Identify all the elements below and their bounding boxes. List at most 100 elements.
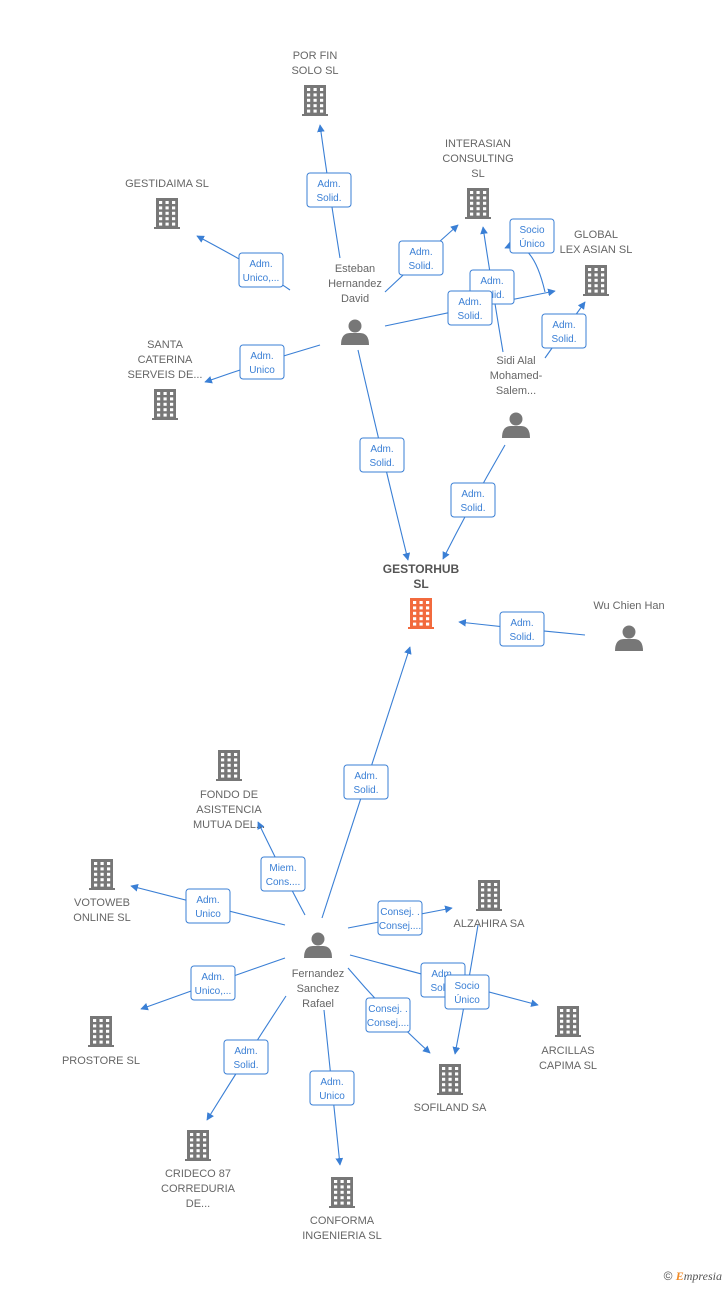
edge-label-text: Adm. (552, 320, 575, 331)
node-label: Salem... (496, 385, 536, 397)
node-label: SANTA (147, 339, 184, 351)
node-label: INGENIERIA SL (302, 1230, 381, 1242)
edge-label[interactable]: Miem.Cons.... (260, 856, 306, 892)
edge-label-text: Adm. (320, 1077, 343, 1088)
edge-label[interactable]: Adm.Solid. (223, 1039, 269, 1075)
node-label: ARCILLAS (541, 1045, 594, 1057)
edge-label-box[interactable] (239, 344, 285, 380)
node-label: CONSULTING (442, 153, 513, 165)
building-icon (152, 389, 178, 420)
edge-label[interactable]: Adm.Unico (239, 344, 285, 380)
edge-label[interactable]: Adm.Solid. (499, 611, 545, 647)
building-icon (437, 1064, 463, 1095)
node-label: Sanchez (297, 983, 340, 995)
edge-label-box[interactable] (306, 172, 352, 208)
edge-label[interactable]: Adm.Solid. (541, 313, 587, 349)
node-label: CONFORMA (310, 1215, 375, 1227)
node-label: SOLO SL (291, 65, 338, 77)
node-label: GESTIDAIMA SL (125, 178, 209, 190)
edge-label-box[interactable] (541, 313, 587, 349)
edge-label[interactable]: Adm. Solid. (398, 240, 444, 276)
building-icon (408, 598, 434, 629)
edge-label-box[interactable] (260, 856, 306, 892)
building-icon (583, 265, 609, 296)
edge-label-text: Adm. (409, 247, 432, 258)
edge-label-text: Adm. (249, 259, 272, 270)
edge-label-text: Solid. (408, 261, 433, 272)
node-label: SL (471, 168, 484, 180)
edge-label-text: Adm. (461, 489, 484, 500)
edge-label-box[interactable] (377, 900, 423, 936)
edge-label-text: Unico (319, 1091, 345, 1102)
node-sidi[interactable]: Sidi AlalMohamed-Salem... (490, 355, 543, 438)
node-porfin[interactable]: POR FIN SOLO SL (291, 50, 339, 116)
edge-label-box[interactable] (309, 1070, 355, 1106)
edge-label-box[interactable] (444, 974, 490, 1010)
node-wu[interactable]: Wu Chien Han (593, 600, 665, 651)
edge-label-box[interactable] (359, 437, 405, 473)
edge-label-text: Unico,... (195, 986, 232, 997)
node-label: GLOBAL (574, 229, 618, 241)
node-label: FONDO DE (200, 789, 258, 801)
node-gestidaima[interactable]: GESTIDAIMA SL (125, 178, 209, 229)
building-icon (302, 85, 328, 116)
edge-label-box[interactable] (190, 965, 236, 1001)
edge-label[interactable]: Adm. Solid. (450, 482, 496, 518)
edge-label[interactable]: Adm.Solid. (343, 764, 389, 800)
edge-label[interactable]: Adm.Solid. (359, 437, 405, 473)
edge-label-box[interactable] (450, 482, 496, 518)
edge-label-box[interactable] (185, 888, 231, 924)
edge-label-box[interactable] (509, 218, 555, 254)
node-label: SERVEIS DE... (128, 369, 203, 381)
node-prostore[interactable]: PROSTORE SL (62, 1016, 140, 1067)
node-label: GESTORHUB (383, 562, 460, 576)
edge-label-text: Adm. (354, 771, 377, 782)
node-sofiland[interactable]: SOFILAND SA (414, 1064, 487, 1114)
edge-label-text: Solid. (460, 503, 485, 514)
node-label: David (341, 293, 369, 305)
edge-label-text: Adm. (234, 1046, 257, 1057)
node-label: Hernandez (328, 278, 382, 290)
edge-label-box[interactable] (223, 1039, 269, 1075)
edge-label[interactable]: Adm. Unico (309, 1070, 355, 1106)
building-icon (216, 750, 242, 781)
edge-label-text: Solid. (457, 311, 482, 322)
edge-label[interactable]: Consej. .Consej.... (365, 997, 411, 1033)
edge-label[interactable]: Consej. .Consej.... (377, 900, 423, 936)
node-alzahira[interactable]: ALZAHIRA SA (454, 880, 526, 930)
node-label: MUTUA DEL... (193, 819, 265, 831)
edge-label-text: Adm. (317, 179, 340, 190)
node-crideco[interactable]: CRIDECO 87CORREDURIADE... (161, 1130, 236, 1210)
edge-label[interactable]: Adm.Solid. (447, 290, 493, 326)
edge-label-box[interactable] (398, 240, 444, 276)
person-icon (304, 932, 332, 958)
edge-label-box[interactable] (447, 290, 493, 326)
node-label: POR FIN (293, 50, 338, 62)
edge-label-box[interactable] (499, 611, 545, 647)
edge-label-text: Adm. (480, 276, 503, 287)
edge-label-text: Adm. (431, 969, 454, 980)
edge-label-text: Adm. (250, 351, 273, 362)
edge-label-text: Socio (519, 225, 544, 236)
edge-label[interactable]: Adm.Solid. (306, 172, 352, 208)
edge-label[interactable]: Adm.Unico (185, 888, 231, 924)
edge-label-box[interactable] (365, 997, 411, 1033)
edge-label[interactable]: Adm.Unico,... (238, 252, 284, 288)
node-conforma[interactable]: CONFORMA INGENIERIA SL (302, 1177, 382, 1242)
edge-label-box[interactable] (238, 252, 284, 288)
edge-label[interactable]: Adm. Unico,... (190, 965, 236, 1001)
edge-label-text: Adm. (201, 972, 224, 983)
edge-label-box[interactable] (343, 764, 389, 800)
